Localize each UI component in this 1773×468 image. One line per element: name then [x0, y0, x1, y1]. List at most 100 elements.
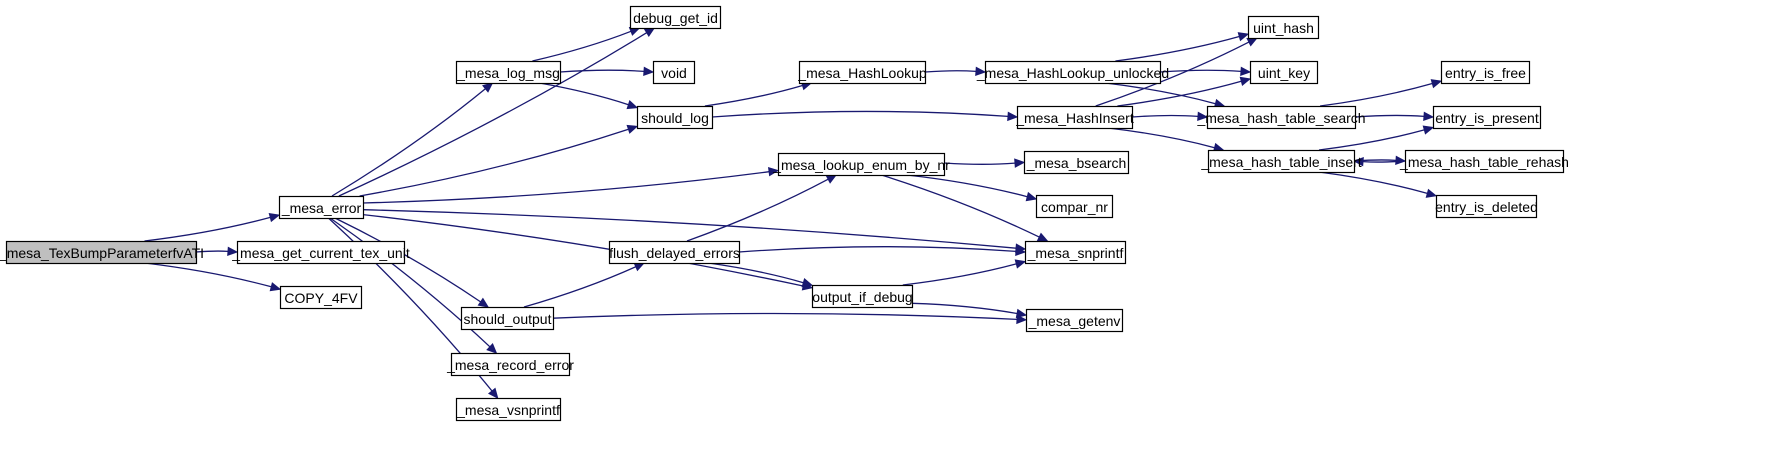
edge-line	[943, 162, 1016, 165]
function-node-vsnprintf[interactable]: _mesa_vsnprintf	[455, 397, 562, 422]
arrowhead-icon	[825, 174, 838, 184]
edge-line	[539, 82, 629, 106]
edge-line	[195, 250, 229, 253]
node-box	[1023, 150, 1130, 175]
node-box	[236, 240, 406, 265]
function-node-hash-table-search[interactable]: _mesa_hash_table_search	[1196, 105, 1366, 130]
arrowhead-icon	[268, 212, 281, 223]
node-label: entry_is_present	[1435, 110, 1539, 126]
function-node-record-error[interactable]: _mesa_record_error	[446, 352, 574, 377]
node-box	[1432, 105, 1542, 130]
function-node-hash-table-rehash[interactable]: _mesa_hash_table_rehash	[1399, 149, 1569, 174]
function-node-uint-hash[interactable]: uint_hash	[1247, 15, 1320, 40]
edge-line	[881, 174, 1040, 238]
edge-line	[924, 70, 977, 73]
node-box	[629, 5, 722, 30]
function-node-hash-insert[interactable]: _mesa_HashInsert	[1015, 105, 1134, 130]
node-label: _mesa_hash_table_rehash	[1399, 154, 1569, 170]
edge-line	[362, 171, 770, 204]
call-edge-should_log-to-hash_insert	[711, 110, 1019, 122]
edge-line	[1107, 127, 1215, 149]
arrowhead-icon	[269, 282, 282, 292]
node-box	[1016, 105, 1134, 130]
function-node-copy-4fv[interactable]: COPY_4FV	[279, 285, 363, 310]
edge-line	[1318, 171, 1428, 195]
call-edge-mesa_error-to-should_output	[334, 217, 490, 308]
edge-line	[338, 32, 648, 197]
function-node-lookup-enum-by-nr[interactable]: _mesa_lookup_enum_by_nr	[772, 152, 950, 177]
edge-line	[1320, 82, 1433, 107]
edge-line	[559, 69, 645, 73]
function-node-getenv[interactable]: _mesa_getenv	[1025, 308, 1124, 333]
node-box	[1247, 15, 1320, 40]
call-edge-lookup_enum_by_nr-to-bsearch	[943, 158, 1026, 168]
function-node-should-output[interactable]: should_output	[460, 306, 555, 331]
arrowhead-icon	[768, 167, 780, 177]
arrowhead-icon	[1025, 191, 1038, 202]
edge-line	[359, 128, 629, 197]
arrowhead-icon	[487, 387, 499, 399]
node-label: _mesa_hash_table_search	[1196, 110, 1365, 126]
call-edge-hash_insert-to-uint_key	[1117, 76, 1252, 107]
function-node-log-msg[interactable]: _mesa_log_msg	[455, 60, 562, 85]
node-label: _mesa_getenv	[1028, 313, 1121, 329]
function-node-entry-is-free[interactable]: entry_is_free	[1440, 60, 1531, 85]
function-node-output-if-debug[interactable]: output_if_debug	[811, 284, 914, 309]
call-edge-mesa_error-to-log_msg	[331, 82, 494, 197]
arrowhead-icon	[1015, 246, 1027, 257]
node-label: COPY_4FV	[284, 290, 358, 306]
function-node-bsearch[interactable]: _mesa_bsearch	[1023, 150, 1130, 175]
function-node-mesa-error[interactable]: _mesa_error	[278, 195, 365, 220]
node-label: _mesa_snprintf	[1027, 245, 1124, 261]
node-box	[636, 105, 714, 130]
function-node-flush-delayed-errors[interactable]: flush_delayed_errors	[608, 240, 741, 265]
arrowhead-icon	[1015, 308, 1028, 319]
node-label: _mesa_log_msg	[456, 65, 560, 81]
call-edge-output_if_debug-to-snprintf	[902, 259, 1027, 286]
node-box	[984, 60, 1162, 85]
node-label: _mesa_TexBumpParameterfvATI	[0, 245, 204, 261]
function-node-compar-nr[interactable]: compar_nr	[1035, 194, 1114, 219]
function-node-hash-table-insert[interactable]: _mesa_hash_table_insert	[1200, 149, 1362, 174]
call-edge-mesa_error-to-should_log	[359, 124, 639, 197]
node-label: _mesa_record_error	[446, 357, 574, 373]
function-node-snprintf[interactable]: _mesa_snprintf	[1024, 240, 1127, 265]
call-edge-hash_lookup_unlocked-to-uint_hash	[1115, 32, 1250, 62]
call-edge-hash_insert-to-hash_table_search	[1131, 111, 1209, 122]
call-edge-hash_lookup_unlocked-to-hash_table_search	[1105, 82, 1226, 109]
node-label: _mesa_get_current_tex_unit	[231, 245, 410, 261]
node-label: void	[661, 65, 687, 81]
edge-line	[329, 217, 491, 348]
edge-line	[331, 88, 486, 197]
arrowhead-icon	[643, 27, 656, 38]
function-node-entry-is-present[interactable]: entry_is_present	[1432, 105, 1542, 130]
function-node-debug-get-id[interactable]: debug_get_id	[629, 5, 722, 30]
edge-line	[1105, 82, 1216, 105]
call-edge-hash_table_search-to-entry_is_present	[1354, 111, 1435, 122]
function-node-uint-key[interactable]: uint_key	[1249, 60, 1319, 85]
function-node-void[interactable]: void	[652, 60, 696, 85]
node-box	[1440, 60, 1531, 85]
call-edge-hash_lookup-to-hash_lookup_unlocked	[924, 66, 987, 77]
call-edge-mesa_error-to-record_error	[329, 217, 498, 354]
edge-line	[523, 266, 637, 308]
node-label: _mesa_HashInsert	[1015, 110, 1134, 126]
node-box	[1404, 149, 1565, 174]
call-edge-mesa_error-to-lookup_enum_by_nr	[362, 167, 780, 204]
function-node-entry-is-deleted[interactable]: entry_is_deleted	[1435, 194, 1538, 219]
function-node-should-log[interactable]: should_log	[636, 105, 714, 130]
node-label: uint_hash	[1253, 20, 1314, 36]
arrowhead-icon	[1425, 188, 1438, 198]
call-edge-should_output-to-flush_delayed_errors	[523, 262, 646, 308]
node-box	[608, 240, 741, 265]
function-node-root: _mesa_TexBumpParameterfvATI	[0, 240, 204, 265]
function-node-get-current-tex-unit[interactable]: _mesa_get_current_tex_unit	[231, 240, 410, 265]
node-label: uint_key	[1258, 65, 1310, 81]
function-node-hash-lookup-unlocked[interactable]: _mesa_HashLookup_unlocked	[976, 60, 1169, 85]
arrowhead-icon	[1007, 111, 1019, 122]
node-box	[1249, 60, 1319, 85]
node-box	[450, 352, 571, 377]
edge-line	[1095, 41, 1250, 107]
node-box	[1035, 194, 1114, 219]
function-node-hash-lookup[interactable]: _mesa_HashLookup	[797, 60, 927, 85]
